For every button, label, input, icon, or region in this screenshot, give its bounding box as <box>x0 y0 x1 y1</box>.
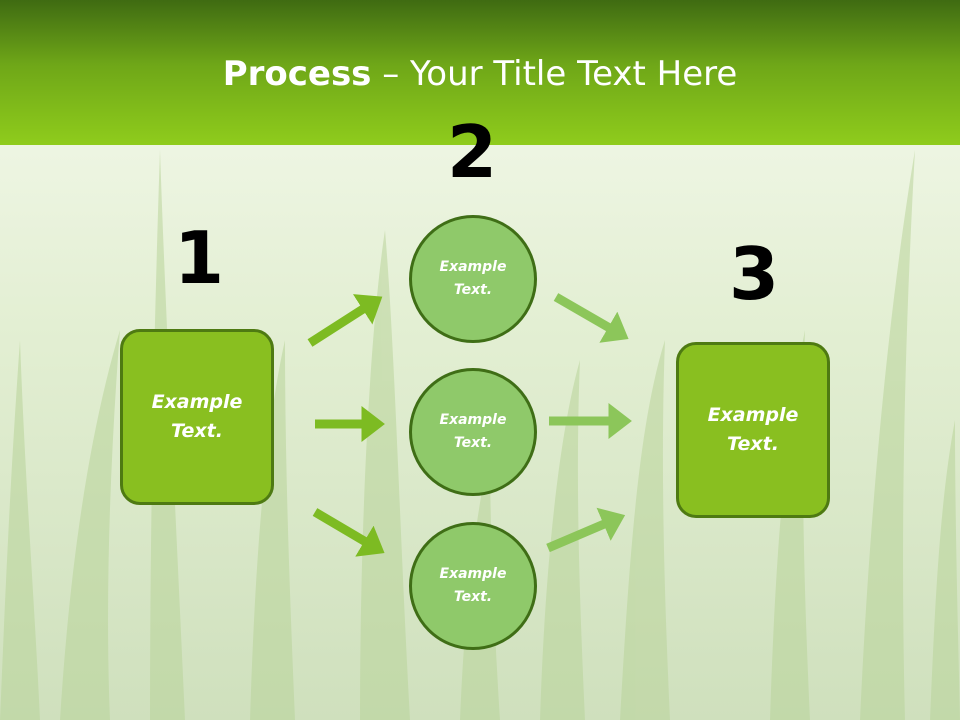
arrow-bottom-to-right <box>546 507 626 553</box>
step-number-1: 1 <box>173 216 225 300</box>
arrow-left-to-bottom <box>312 508 385 557</box>
arrow-top-to-right <box>553 293 629 343</box>
right-process-box: Example Text. <box>676 342 830 518</box>
step-number-2: 2 <box>446 110 498 194</box>
top-circle: Example Text. <box>409 215 537 343</box>
step-number-3: 3 <box>728 232 780 316</box>
slide-title: Process – Your Title Text Here <box>0 52 960 96</box>
arrow-left-to-top <box>307 294 383 347</box>
title-bold: Process <box>222 54 372 94</box>
left-box-label: Example Text. <box>151 391 243 442</box>
middle-circle: Example Text. <box>409 368 537 496</box>
top-circle-label: Example Text. <box>439 259 507 298</box>
middle-circle-label: Example Text. <box>439 412 507 451</box>
title-banner <box>0 0 960 145</box>
bottom-circle: Example Text. <box>409 522 537 650</box>
left-process-box: Example Text. <box>120 329 274 505</box>
bottom-circle-label: Example Text. <box>439 566 507 605</box>
title-rest: – Your Title Text Here <box>371 54 738 94</box>
right-box-label: Example Text. <box>707 404 799 455</box>
